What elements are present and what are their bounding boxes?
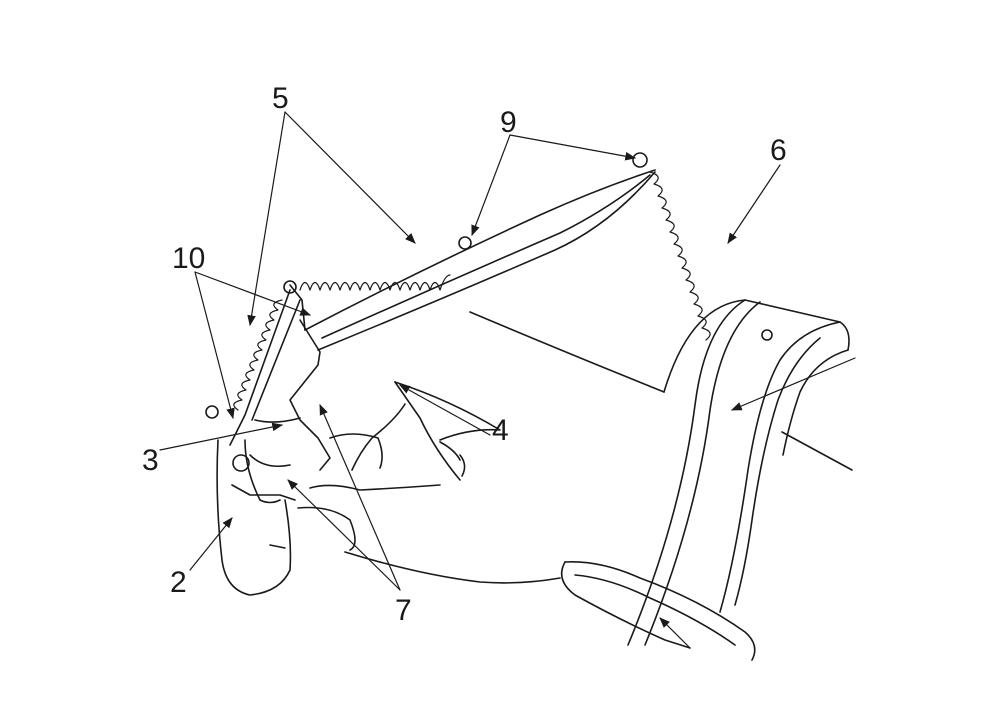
blade — [289, 169, 656, 471]
label-7: 7 — [395, 594, 412, 627]
label-10: 10 — [172, 242, 205, 275]
label-4: 4 — [492, 414, 509, 447]
label-6: 6 — [770, 134, 787, 167]
label-9: 9 — [500, 106, 517, 139]
leader-lines — [159, 111, 856, 649]
sleeve — [627, 299, 853, 646]
reference-labels: 5 9 6 10 4 3 2 7 — [142, 82, 787, 627]
label-3: 3 — [142, 444, 159, 477]
springs — [233, 171, 773, 411]
handle — [216, 439, 292, 596]
hand — [297, 311, 665, 584]
label-2: 2 — [170, 566, 187, 599]
bracelet — [560, 561, 756, 661]
tool-frame — [205, 152, 648, 501]
label-5: 5 — [272, 82, 289, 115]
